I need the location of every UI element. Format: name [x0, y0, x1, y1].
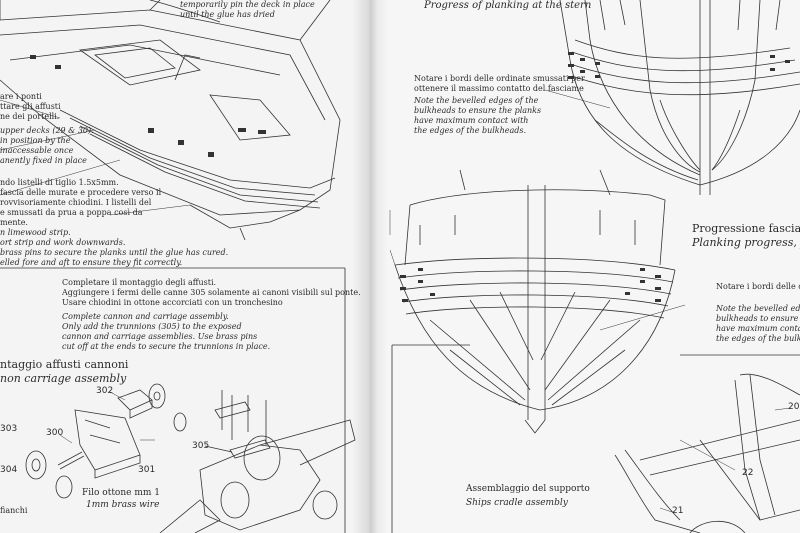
- part-number-20: 20: [788, 402, 800, 412]
- note-line: are i ponti: [0, 92, 42, 101]
- bow-hull-drawing: [394, 169, 676, 434]
- para-line: mente.: [0, 218, 28, 227]
- part-number-303: 303: [0, 424, 18, 434]
- note-line: upper decks (29 & 30).: [0, 126, 94, 135]
- note-line: Note the bevelled edges of the: [414, 96, 539, 105]
- bevel-note-it: Notare i bordi delle ordinate smussati p…: [414, 74, 585, 94]
- note-line: in position by the: [0, 136, 71, 145]
- note-line: the edges of the bulkheads: [716, 334, 800, 343]
- para-line: elled fore and aft to ensure they fit co…: [0, 258, 183, 267]
- para-line: rovvisoriamente chiodini. I listelli del: [0, 198, 152, 207]
- ships-cradle-drawing: [614, 373, 800, 533]
- part-number-22: 22: [742, 468, 754, 478]
- note-line: inaccessable once: [0, 146, 74, 155]
- fianchi-label: fianchi: [0, 506, 28, 515]
- note-it-upper: are i ponti ttare gli affusti ne dei por…: [0, 92, 61, 122]
- part-number-301: 301: [138, 465, 156, 475]
- note-line: have maximum contact with: [414, 116, 529, 125]
- right-page: [370, 0, 800, 533]
- cannon-text-it: Completare il montaggio degli affusti. A…: [62, 278, 361, 308]
- cannon-text-en: Complete cannon and carriage assembly. O…: [62, 312, 270, 352]
- part-number-305: 305: [192, 441, 210, 451]
- caption-line: until the glue has dried: [180, 10, 275, 19]
- note-line: ne dei portelli.: [0, 112, 60, 121]
- wire-label-en: 1mm brass wire: [86, 500, 160, 510]
- cannon-line: cut off at the ends to secure the trunni…: [62, 342, 271, 351]
- hull-deck-drawing: [0, 0, 341, 241]
- cannon-line: Completare il montaggio degli affusti.: [62, 278, 217, 287]
- planking-para-en: n limewood strip. ort strip and work dow…: [0, 228, 228, 268]
- note-line: Notare i bordi delle ordinate smussati p…: [414, 74, 585, 83]
- note-line: anently fixed in place: [0, 156, 87, 165]
- para-line: e smussati da prua a poppa così da: [0, 208, 143, 217]
- note-line: Note the bevelled edges of: [716, 304, 800, 313]
- para-line: n limewood strip.: [0, 228, 71, 237]
- para-line: fascia delle murate e procedere verso il: [0, 188, 162, 197]
- cannon-instruction-box: [0, 267, 346, 533]
- cannon-line: Only add the trunnions (305) to the expo…: [62, 322, 242, 331]
- cannon-title-en: non carriage assembly: [0, 372, 127, 385]
- note-en-upper: upper decks (29 & 30). in position by th…: [0, 126, 94, 166]
- part-number-304: 304: [0, 465, 18, 475]
- cannon-line: Aggiungere i fermi delle canne 305 solam…: [62, 288, 361, 297]
- stern-heading: Progress of planking at the stern: [424, 0, 592, 11]
- caption-line: temporarily pin the deck in place: [180, 0, 315, 9]
- planking-para-it: ndo listelli di tiglio 1.5x5mm. fascia d…: [0, 178, 161, 228]
- note-line: have maximum contact w: [716, 324, 800, 333]
- note-line: ttare gli affusti: [0, 102, 61, 111]
- fore-heading-en: Planking progress, fore a: [692, 236, 800, 249]
- fore-heading-it: Progressione fasciame di p: [692, 222, 800, 235]
- part-number-300: 300: [46, 428, 64, 438]
- cradle-title-it: Assemblaggio del supporto: [466, 484, 590, 494]
- wire-label-it: Filo ottone mm 1: [82, 488, 160, 498]
- part-number-302: 302: [96, 386, 114, 396]
- cannon-line: Usare chiodini in ottone accorciati con …: [62, 298, 283, 307]
- part-number-21: 21: [672, 506, 684, 516]
- page-gutter: [352, 0, 388, 533]
- cradle-title-en: Ships cradle assembly: [466, 498, 568, 508]
- side-note-it: Notare i bordi delle ordinat: [716, 282, 800, 291]
- para-line: brass pins to secure the planks until th…: [0, 248, 229, 257]
- para-line: ort strip and work downwards.: [0, 238, 126, 247]
- para-line: ndo listelli di tiglio 1.5x5mm.: [0, 178, 119, 187]
- bevel-note-en: Note the bevelled edges of the bulkheads…: [414, 96, 541, 136]
- note-line: the edges of the bulkheads.: [414, 126, 527, 135]
- note-line: bulkheads to ensure the planks: [414, 106, 542, 115]
- note-line: ottenere il massimo contatto del fasciam…: [414, 84, 584, 93]
- cannon-parts-drawing: [25, 383, 356, 533]
- cannon-title-it: ntaggio affusti cannoni: [0, 358, 129, 371]
- side-note-en: Note the bevelled edges of bulkheads to …: [716, 304, 800, 344]
- stern-hull-drawing: [559, 0, 800, 195]
- cannon-line: Complete cannon and carriage assembly.: [62, 312, 229, 321]
- cannon-line: cannon and carriage assemblies. Use bras…: [62, 332, 258, 341]
- top-caption: temporarily pin the deck in place until …: [180, 0, 315, 20]
- note-line: bulkheads to ensure the p: [716, 314, 800, 323]
